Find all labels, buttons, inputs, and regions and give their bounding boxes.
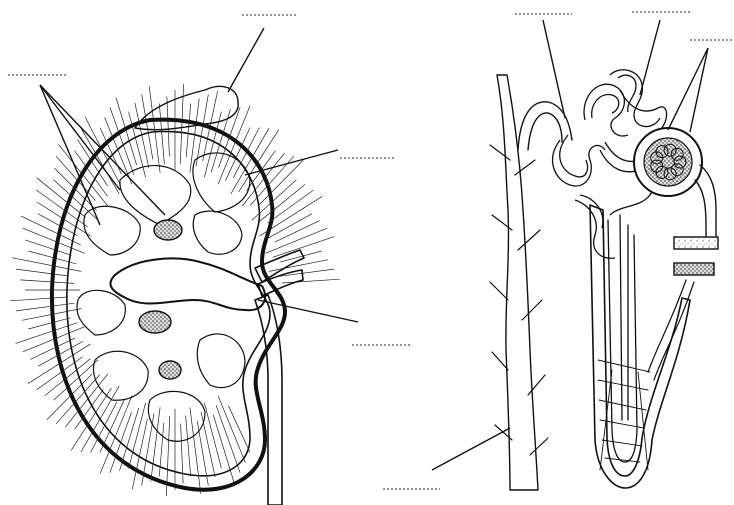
cortex-hatch-line: [190, 407, 201, 493]
efferent-vessel: [695, 180, 706, 245]
cortex-hatch-line: [167, 97, 170, 157]
vessel-leader: [432, 428, 510, 470]
calyx-lower-2: [159, 361, 181, 379]
pyramid-1: [120, 166, 191, 225]
cortex-leader: [245, 150, 338, 175]
cortex-hatch-line: [181, 424, 184, 484]
cortex-hatch-line: [159, 104, 164, 165]
ascending-limb: [620, 215, 628, 420]
cortex-hatch-line: [16, 269, 69, 276]
tubule-leader: [543, 20, 565, 118]
vessel-branch-4: [492, 352, 545, 395]
kidney-label-blanks: [8, 15, 410, 345]
pyramid-5: [94, 351, 149, 400]
glomerulus: [644, 138, 692, 186]
connecting-tubule: [518, 102, 572, 150]
afferent-vessel: [700, 165, 716, 245]
cortex-hatch-line: [20, 280, 74, 284]
loop-leader: [640, 20, 660, 95]
nephron: [383, 12, 732, 490]
nephron-leader-lines: [432, 20, 708, 470]
kidney-leader-lines: [40, 28, 358, 322]
cortex-hatch-line: [260, 196, 322, 236]
kidney-section: [8, 15, 410, 505]
calyx-lower: [139, 311, 171, 333]
cortex-hatch-line: [218, 396, 245, 463]
cortex-hatch-line: [10, 297, 68, 301]
pyramid-7: [197, 334, 245, 388]
cortex-hatch-line: [100, 396, 132, 474]
renal-pelvis: [110, 258, 265, 310]
cortex-hatch-line: [260, 185, 305, 222]
cortex-hatch-line: [151, 407, 160, 481]
collecting-vessel: [497, 75, 538, 490]
cortex-hatch-line: [25, 240, 71, 256]
vessel-stub-lower: [674, 263, 714, 275]
cortex-hatch-line: [186, 416, 191, 477]
vessel-branch-5: [495, 425, 548, 455]
pyramid-4: [77, 290, 125, 335]
cortex-hatch-line: [282, 279, 340, 283]
pyramid-8: [193, 211, 242, 254]
glomerulus-leader-b: [690, 48, 708, 132]
cortex-hatch-line: [16, 303, 75, 311]
cortex-hatch-line: [186, 104, 191, 158]
vessel-branch-3: [490, 282, 542, 320]
cortex-hatch-line: [268, 190, 314, 223]
cortex-hatching: [10, 84, 340, 496]
medullary-pyramids: [77, 153, 250, 441]
cortex-hatch-line: [47, 374, 92, 420]
glomerulus-leader-a: [668, 48, 708, 130]
pyramid-3: [84, 206, 140, 255]
cortex-hatch-line: [242, 153, 284, 206]
cortex-hatch-line: [135, 103, 149, 168]
vasa-recta: [648, 280, 694, 380]
capsule-leader: [228, 28, 264, 92]
vessel-stub-upper: [674, 237, 718, 249]
vessel-branch-2: [492, 215, 540, 250]
cortex-hatch-line: [12, 258, 81, 272]
cortex-hatch-line: [30, 338, 75, 360]
calyx-upper: [154, 220, 182, 240]
cortex-hatch-line: [21, 216, 81, 245]
cortex-hatch-line: [275, 269, 334, 277]
cortex-hatch-line: [275, 221, 320, 243]
cortex-hatch-line: [218, 106, 250, 184]
